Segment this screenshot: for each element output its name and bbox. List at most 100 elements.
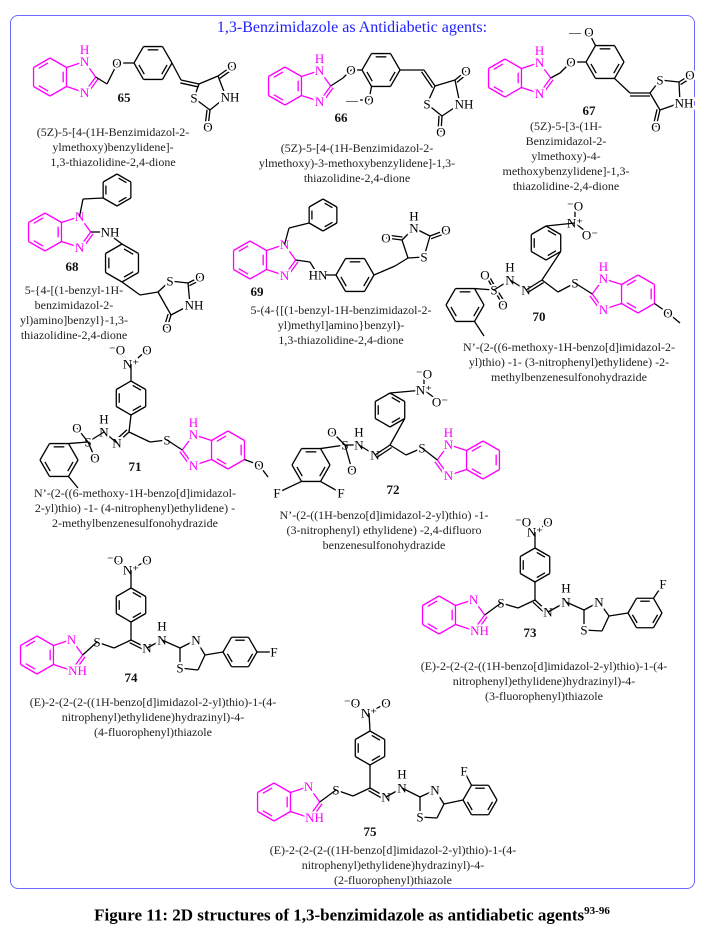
bond xyxy=(366,71,373,82)
bond xyxy=(344,444,353,471)
bond xyxy=(130,380,147,391)
bond xyxy=(68,441,89,445)
compound-number: 65 xyxy=(117,90,131,105)
bond xyxy=(118,196,127,203)
bond xyxy=(116,349,132,365)
bond xyxy=(70,639,84,656)
bond xyxy=(583,629,603,632)
bond xyxy=(613,45,625,63)
bond xyxy=(82,641,98,656)
bond xyxy=(291,448,303,466)
bond xyxy=(53,639,72,647)
atom-label-h: H xyxy=(599,259,608,274)
bond xyxy=(374,444,391,456)
bond xyxy=(273,71,284,78)
bond xyxy=(132,612,142,619)
bond xyxy=(179,639,197,649)
bond xyxy=(427,600,438,607)
atom-label-f: F xyxy=(273,486,280,501)
bond xyxy=(601,615,610,632)
bond xyxy=(493,86,504,93)
bond xyxy=(423,69,436,87)
bond xyxy=(318,70,332,87)
bond xyxy=(233,240,251,252)
bond xyxy=(538,77,552,94)
atom-label-hn: HN xyxy=(309,268,328,283)
bond xyxy=(319,789,337,803)
bond xyxy=(454,70,467,81)
bond xyxy=(116,173,132,183)
bond xyxy=(517,599,536,609)
atom-label-o: O xyxy=(346,63,355,78)
bond xyxy=(519,547,536,558)
bond xyxy=(374,392,391,403)
bond xyxy=(413,227,431,237)
bond xyxy=(391,417,401,424)
bond xyxy=(211,458,229,470)
bond xyxy=(369,787,387,798)
figure-frame xyxy=(10,15,695,889)
bond xyxy=(421,447,438,461)
bond xyxy=(438,595,456,607)
bond xyxy=(247,653,254,663)
atom-label-o: O xyxy=(436,125,445,140)
bond xyxy=(659,102,681,111)
bond xyxy=(590,63,597,74)
bond xyxy=(44,212,62,224)
bond xyxy=(87,441,96,459)
bond xyxy=(83,76,97,93)
bond xyxy=(116,431,130,444)
bond xyxy=(193,434,212,442)
atom-label-o: O xyxy=(651,120,660,135)
compound-name-line: 5-{4-[(1-benzyl-1H- xyxy=(24,283,124,297)
bond xyxy=(532,601,547,615)
atom-label-h: H xyxy=(99,412,108,427)
bond xyxy=(419,816,438,819)
bond xyxy=(401,227,415,241)
atom-label-nplus: N⁺ xyxy=(416,383,432,398)
bond xyxy=(368,790,385,801)
figure-caption: Figure 11: 2D structures of 1,3-benzimid… xyxy=(0,905,704,926)
bond xyxy=(169,280,189,284)
bond xyxy=(330,77,344,87)
bond xyxy=(81,233,94,250)
bond xyxy=(545,225,562,236)
bond xyxy=(39,443,51,461)
compound-name-line: yl)thio) -1- (3-nitrophenyl)ethylidene) … xyxy=(468,355,670,369)
caption-text: Figure 11: 2D structures of 1,3-benzimid… xyxy=(94,905,585,925)
bond xyxy=(33,57,51,69)
compound-name-line: N’-(2-((6-methoxy-1H-benzo[d]imidazol- xyxy=(34,486,236,500)
bond xyxy=(440,115,443,133)
compound-name: (5Z)-5-[3-(1H-Benzimidazol-2-ylmethoxy)-… xyxy=(503,119,630,194)
bond xyxy=(28,240,46,252)
atom-label-o: O xyxy=(461,64,470,79)
bond xyxy=(290,786,309,794)
bond xyxy=(488,275,498,291)
atom-label-n: N xyxy=(315,94,325,109)
bond xyxy=(161,62,173,80)
bond xyxy=(485,275,495,291)
bond xyxy=(195,639,206,656)
compound-name-line: (3-nitrophenyl) ethylidene) -2,4-difluor… xyxy=(286,523,482,537)
bond xyxy=(44,461,51,472)
compound-name-line: (5Z)-5-[3-(1H- xyxy=(530,119,602,133)
bond xyxy=(66,61,85,69)
atom-label-o: O xyxy=(142,553,151,568)
bond xyxy=(157,291,172,316)
bond xyxy=(121,243,139,255)
bond xyxy=(149,439,168,443)
atom-label-n: N xyxy=(599,302,609,317)
bond xyxy=(283,244,297,261)
bond xyxy=(472,599,486,616)
bond xyxy=(436,803,445,819)
compound-name-line: 1,3-thiazolidine-2,4-dione xyxy=(50,155,176,169)
compound-name-line: Benzimidazol-2- xyxy=(525,134,607,148)
bond xyxy=(233,268,251,280)
atom-label-h: H xyxy=(157,619,166,634)
bond xyxy=(166,439,183,451)
bond xyxy=(217,65,233,77)
bond xyxy=(389,418,406,446)
bond xyxy=(295,259,311,263)
atom-label-n: N xyxy=(191,633,201,648)
bond xyxy=(500,602,519,609)
